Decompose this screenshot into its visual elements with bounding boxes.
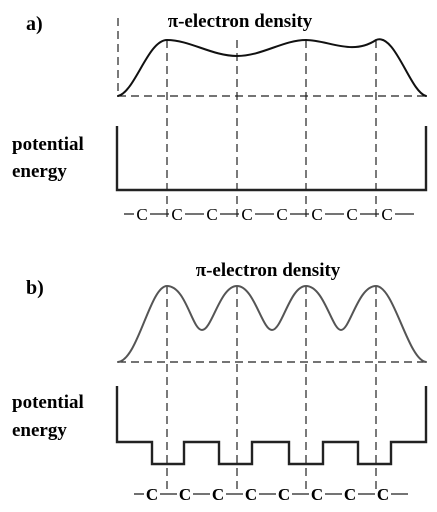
panel-a-density-curve bbox=[117, 38, 427, 97]
panel-a-atom-2: C bbox=[171, 205, 182, 224]
panel-a-potential-label-line2: energy bbox=[12, 161, 67, 182]
panel-b-potential-well bbox=[115, 386, 428, 466]
panel-b-label: b) bbox=[26, 277, 44, 299]
panel-b-atom-6: C bbox=[311, 485, 323, 504]
panel-a: a) π-electron density potential energy C… bbox=[12, 11, 428, 224]
panel-a-potential-label-line1: potential bbox=[12, 134, 84, 155]
panel-b-density-curve bbox=[117, 285, 427, 363]
panel-b-atom-8: C bbox=[377, 485, 389, 504]
panel-b-atom-2: C bbox=[179, 485, 191, 504]
panel-b-atom-1: C bbox=[146, 485, 158, 504]
panel-a-atom-5: C bbox=[276, 205, 287, 224]
panel-a-potential-well bbox=[115, 126, 428, 192]
panel-a-atom-4: C bbox=[241, 205, 252, 224]
panel-b: b) π-electron density potential energy C… bbox=[12, 260, 428, 504]
panel-b-density-title: π-electron density bbox=[196, 260, 341, 281]
panel-a-atom-3: C bbox=[206, 205, 217, 224]
panel-a-atom-1: C bbox=[136, 205, 147, 224]
panel-a-density-title: π-electron density bbox=[168, 11, 313, 32]
panel-b-atom-5: C bbox=[278, 485, 290, 504]
panel-b-atom-3: C bbox=[212, 485, 224, 504]
panel-a-atom-7: C bbox=[346, 205, 357, 224]
panel-a-label: a) bbox=[26, 13, 43, 35]
panel-b-potential-label-line2: energy bbox=[12, 420, 67, 441]
panel-b-atom-7: C bbox=[344, 485, 356, 504]
panel-b-atom-4: C bbox=[245, 485, 257, 504]
panel-a-atom-8: C bbox=[381, 205, 392, 224]
panel-b-potential-label-line1: potential bbox=[12, 392, 84, 413]
panel-a-atom-6: C bbox=[311, 205, 322, 224]
